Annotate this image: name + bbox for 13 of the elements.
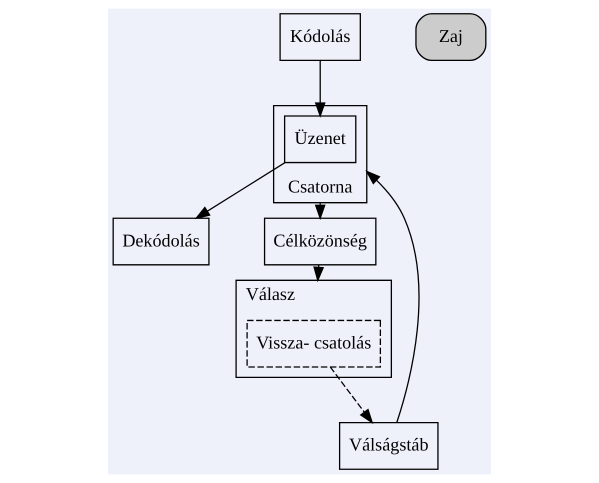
node-box: Vissza- csatolás [246,320,382,368]
arrow [365,170,420,422]
node-box: Dekódolás [112,218,210,266]
node-box: Üzenet [284,115,356,164]
arrow [313,264,324,282]
arrow [330,366,374,424]
node-box: Célközönség [264,218,376,266]
node-box: Zaj [415,13,486,61]
arrow [314,60,326,118]
arrow [314,202,326,220]
arrow [194,162,286,220]
node-box: Kódolás [279,13,361,61]
node-box: Válságstáb [338,422,439,470]
